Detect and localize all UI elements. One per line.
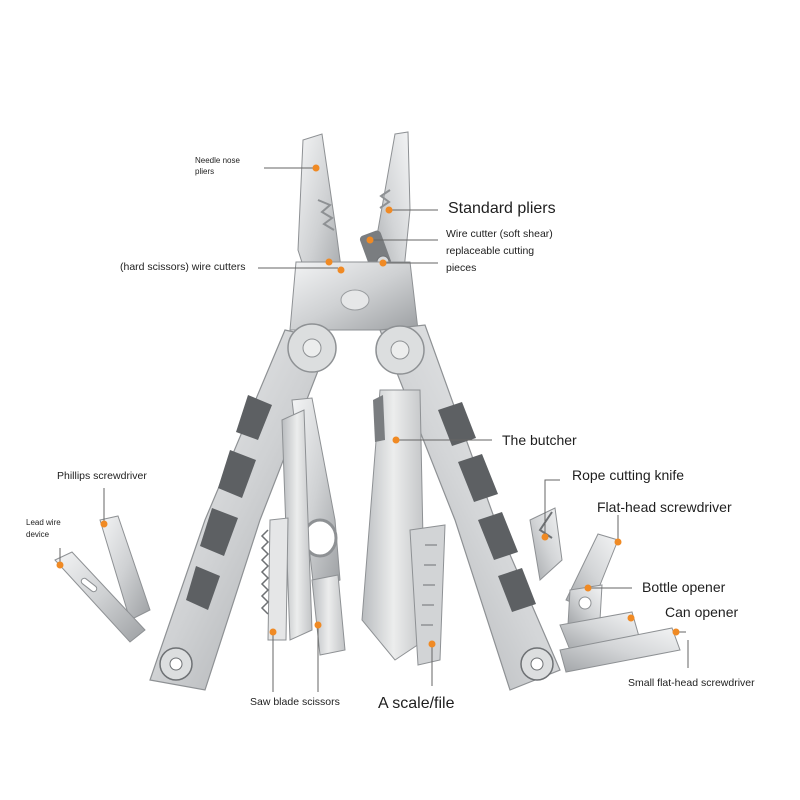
- label-lead-wire-line2: device: [26, 530, 49, 540]
- label-rope-cutting: Rope cutting knife: [572, 467, 684, 484]
- label-can-opener: Can opener: [665, 604, 738, 621]
- left-fanout-tools: [55, 516, 150, 642]
- label-saw-blade: Saw blade scissors: [250, 696, 340, 709]
- label-lead-wire-line1: Lead wire: [26, 518, 61, 528]
- label-scale-file: A scale/file: [378, 694, 454, 713]
- label-wire-cutter-soft: Wire cutter (soft shear): [446, 228, 553, 241]
- label-small-flat-head: Small flat-head screwdriver: [628, 677, 755, 690]
- label-needle-nose-line2: pliers: [195, 167, 214, 177]
- label-standard-pliers: Standard pliers: [448, 199, 556, 218]
- label-needle-nose-line1: Needle nose: [195, 156, 240, 166]
- center-tools: [262, 390, 445, 665]
- plier-jaws: [290, 132, 418, 330]
- label-replaceable-line1: replaceable cutting: [446, 245, 534, 258]
- label-flat-head: Flat-head screwdriver: [597, 499, 732, 516]
- label-hard-scissors: (hard scissors) wire cutters: [120, 261, 245, 274]
- label-bottle-opener: Bottle opener: [642, 579, 725, 596]
- label-the-butcher: The butcher: [502, 432, 577, 449]
- label-phillips: Phillips screwdriver: [57, 470, 147, 483]
- label-replaceable-line2: pieces: [446, 262, 476, 275]
